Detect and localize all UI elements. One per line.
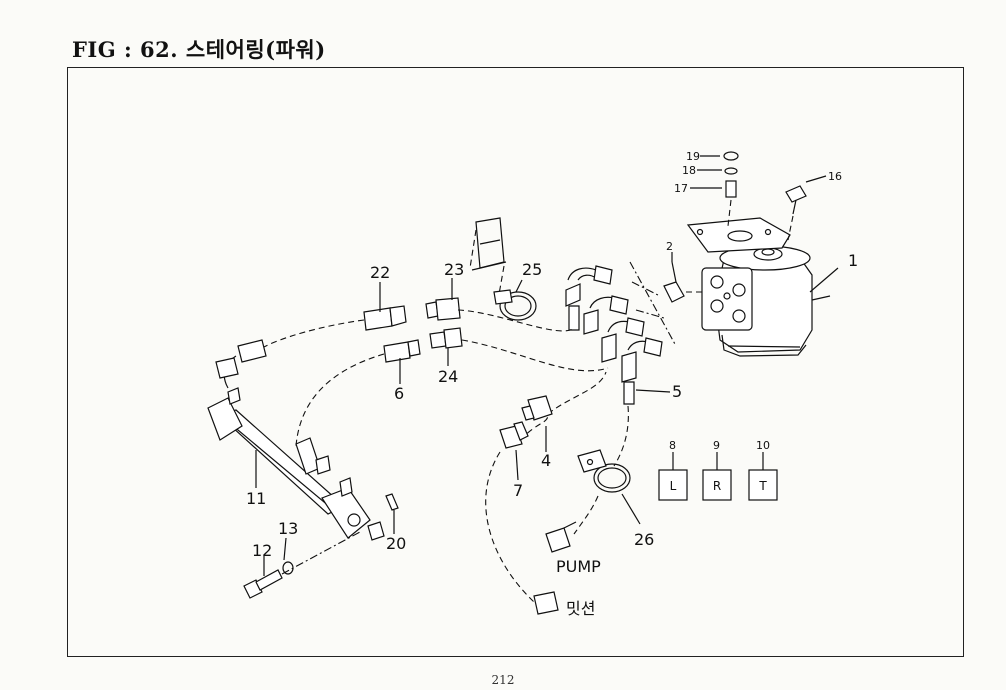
pump-end-fitting [545, 521, 577, 553]
svg-text:T: T [758, 479, 767, 493]
label-part-8: 8 [669, 439, 676, 452]
hoses-upper [565, 261, 677, 405]
fitting-22 [363, 305, 407, 331]
fitting-7 [499, 421, 529, 449]
label-part-16: 16 [828, 170, 842, 183]
label-part-10: 10 [756, 439, 770, 452]
bolt-16 [785, 175, 827, 241]
label-part-25: 25 [522, 260, 542, 279]
label-part-19: 19 [686, 150, 700, 163]
hose-bracket [469, 217, 507, 301]
washer-13 [282, 561, 294, 575]
mission-end-fitting [533, 591, 559, 615]
svg-text:L: L [670, 479, 677, 493]
label-part-4: 4 [541, 451, 551, 470]
elbow-fitting-2 [663, 261, 705, 303]
fitting-6 [383, 339, 421, 363]
callout-pump: PUMP [556, 557, 601, 576]
leader-lines [255, 252, 839, 576]
clamp-26 [577, 449, 631, 493]
label-part-6: 6 [394, 384, 404, 403]
label-part-5: 5 [672, 382, 682, 401]
label-part-18: 18 [682, 164, 696, 177]
label-part-1: 1 [848, 251, 858, 270]
label-part-20: 20 [386, 534, 406, 553]
bolt-12 [243, 531, 361, 599]
diagram-frame [67, 67, 964, 657]
label-part-13: 13 [278, 519, 298, 538]
label-part-17: 17 [674, 182, 688, 195]
label-part-11: 11 [246, 489, 266, 508]
label-part-9: 9 [713, 439, 720, 452]
fitting-24 [429, 327, 463, 349]
port-box-right: R [702, 452, 732, 501]
svg-text:R: R [713, 479, 721, 493]
label-part-23: 23 [444, 260, 464, 279]
steering-unit [701, 245, 831, 357]
label-part-12: 12 [252, 541, 272, 560]
mounting-plate [686, 217, 791, 253]
label-part-2: 2 [666, 240, 673, 253]
port-box-tank: T [748, 452, 778, 501]
fitting-23 [425, 297, 461, 321]
figure-title: FIG : 62. 스테어링(파워) [72, 37, 326, 62]
power-cylinder [207, 339, 385, 541]
label-part-24: 24 [438, 367, 458, 386]
label-part-7: 7 [513, 481, 523, 500]
page-number: 212 [491, 673, 515, 687]
pin-20 [385, 493, 399, 530]
port-box-left: L [658, 452, 688, 501]
hose-routes [261, 309, 629, 603]
fitting-4 [521, 395, 553, 421]
clamp-25 [493, 289, 537, 321]
callout-mission: 밋션 [566, 599, 595, 618]
label-part-26: 26 [634, 530, 654, 549]
label-part-22: 22 [370, 263, 390, 282]
stud-washer-nut [690, 151, 739, 227]
